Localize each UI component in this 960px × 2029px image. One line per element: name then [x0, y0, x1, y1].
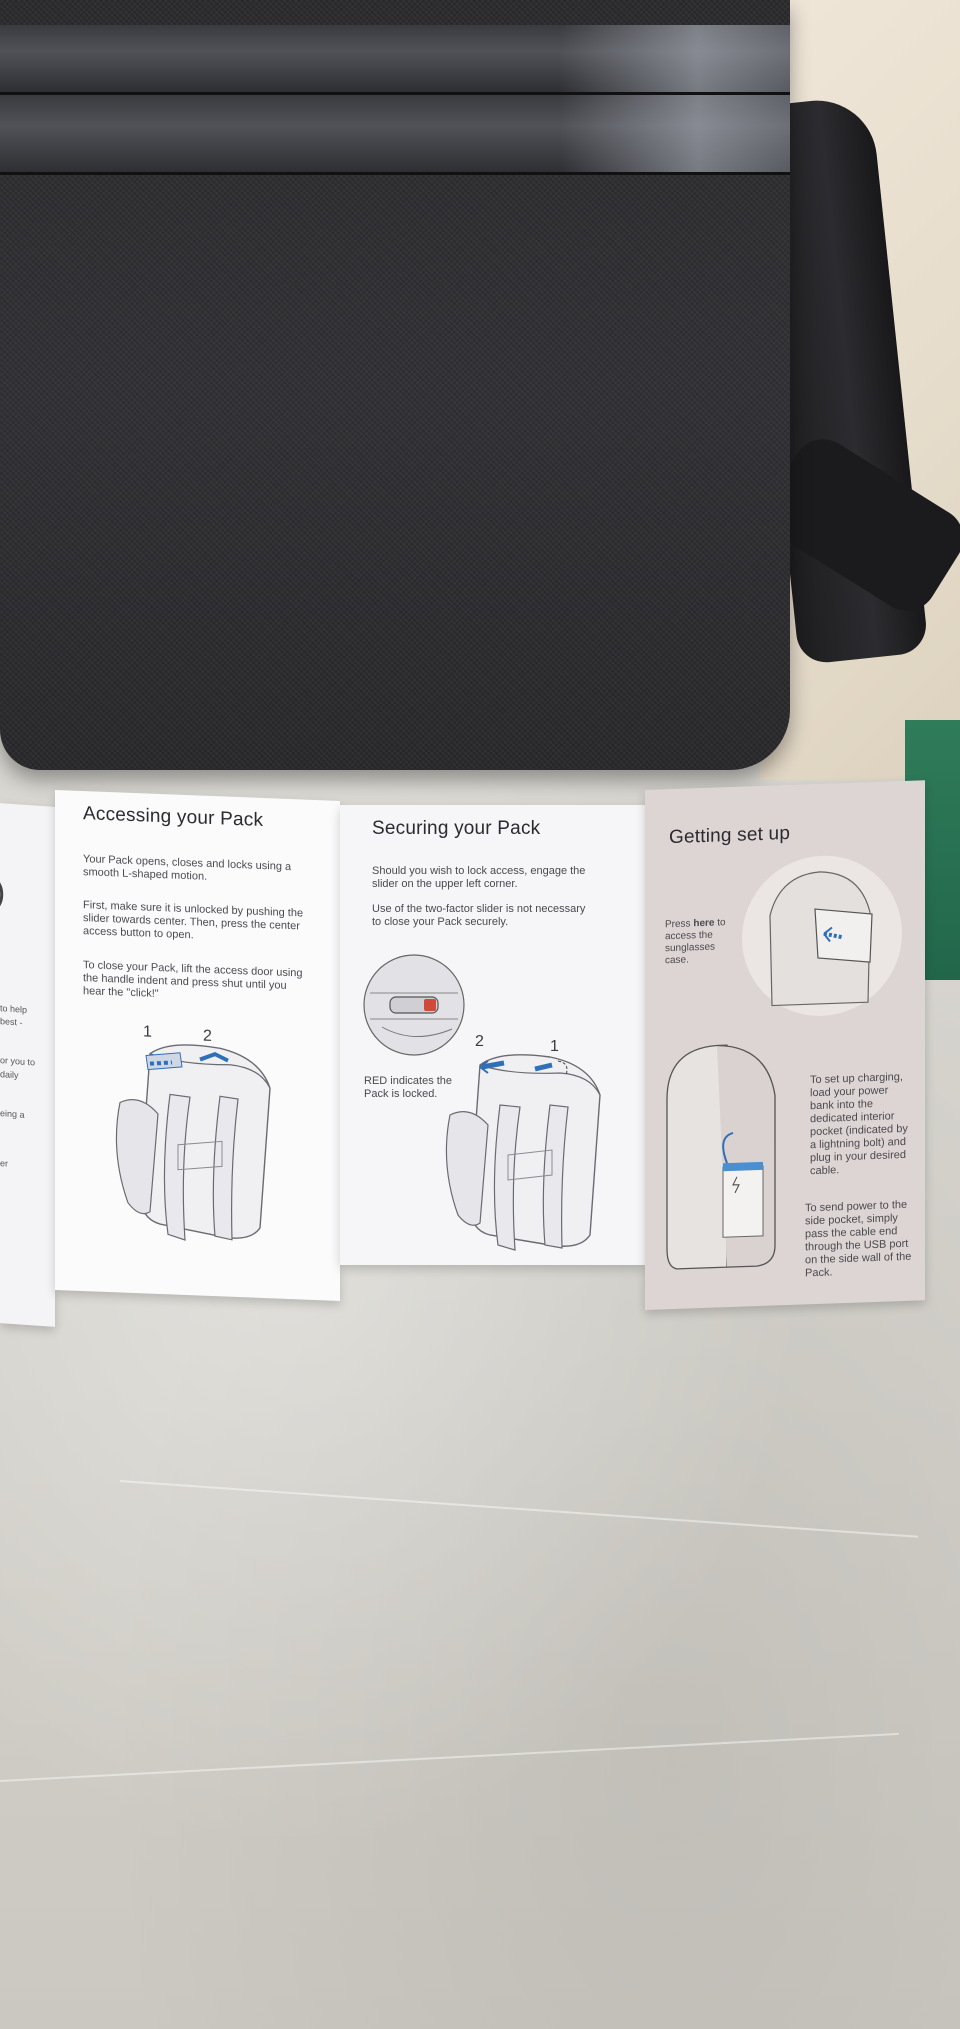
backpack-illustration [115, 1044, 271, 1241]
sheet-fold [0, 1732, 899, 1782]
press-here-instruction: Press here to access the sunglasses case… [665, 917, 737, 968]
partial-text-fragment: eing a [0, 1108, 25, 1120]
slider-closeup-illustration [363, 954, 465, 1056]
panel-paragraph: Should you wish to lock access, engage t… [372, 865, 586, 890]
side-power-instruction: To send power to the side pocket, simply… [805, 1198, 912, 1280]
partial-text-fragment: or you to [0, 1055, 36, 1068]
partial-text-fragment: best - [0, 1016, 23, 1028]
locked-caption: RED indicates the Pack is locked. [364, 1075, 453, 1100]
panel-paragraph: Use of the two-factor slider is not nece… [372, 903, 586, 928]
panel-title: Accessing your Pack [83, 803, 264, 831]
backpack-top-band [0, 25, 790, 95]
brochure-panel-securing: Securing your Pack Should you wish to lo… [340, 805, 645, 1265]
sheet-fold [119, 1480, 919, 1538]
partial-text-fragment: to help [0, 1003, 28, 1015]
step-number: 1 [550, 1038, 559, 1055]
instruction-brochure: ) to help best - or you to daily eing a … [0, 780, 930, 1350]
brochure-panel-partial: ) to help best - or you to daily eing a … [0, 803, 55, 1327]
backpack-top-band [0, 95, 790, 175]
brochure-panel-setup: Getting set up Press here to access the … [645, 780, 925, 1310]
sunglasses-case-illustration [742, 855, 902, 1016]
backpack-illustration [445, 1054, 601, 1251]
step-number: 2 [475, 1033, 484, 1050]
charging-pocket-illustration [666, 1044, 776, 1270]
panel-paragraph: First, make sure it is unlocked by pushi… [83, 899, 304, 942]
panel-paragraph: Your Pack opens, closes and locks using … [83, 853, 292, 883]
charging-instruction: To set up charging, load your power bank… [810, 1070, 908, 1178]
panel-title: Getting set up [669, 822, 791, 849]
panel-title: Securing your Pack [372, 818, 541, 839]
partial-text-fragment: daily [0, 1069, 19, 1081]
backpack [0, 0, 790, 770]
brochure-panel-accessing: Accessing your Pack Your Pack opens, clo… [55, 790, 340, 1301]
partial-glyph: ) [0, 872, 6, 912]
panel-paragraph: To close your Pack, lift the access door… [83, 959, 303, 1000]
press-here-bold: here [693, 917, 715, 930]
press-prefix: Press [665, 918, 694, 931]
partial-text-fragment: er [0, 1158, 9, 1169]
